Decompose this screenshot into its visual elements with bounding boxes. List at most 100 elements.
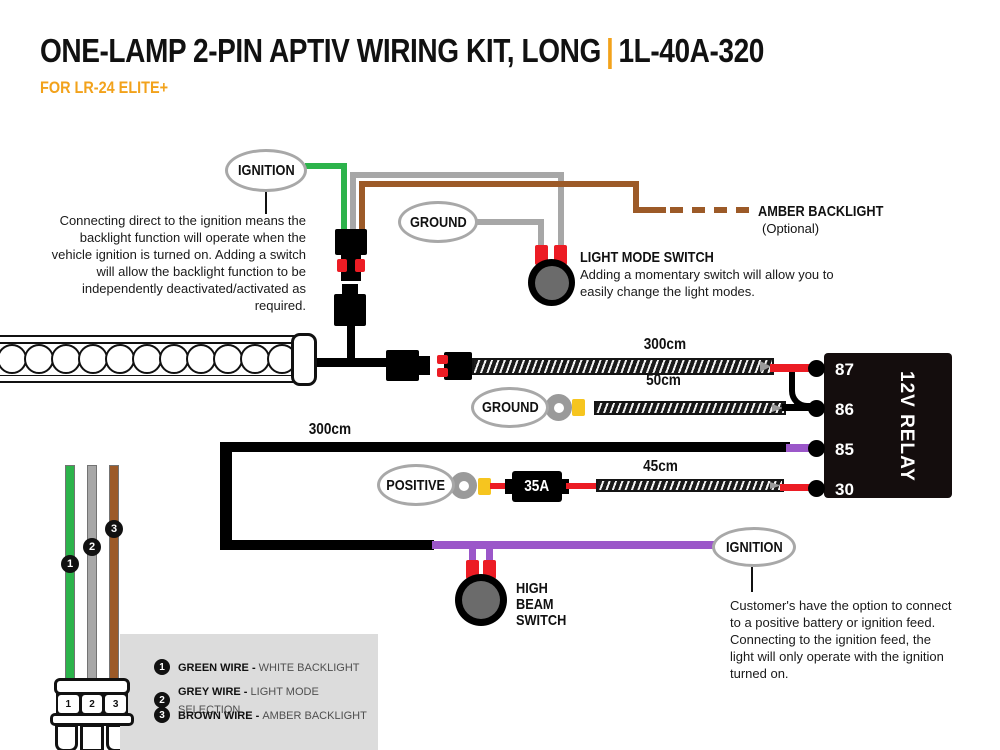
high-beam-switch-button [455, 574, 507, 626]
brown-wire-horizontal [359, 181, 639, 187]
relay-85-purple-wire [786, 444, 816, 452]
grey-wire-vertical-right [558, 172, 564, 248]
high-beam-drop-right [486, 545, 493, 562]
mid-connector-b-pin-bottom [437, 368, 448, 377]
harness-badge-2: 2 [83, 538, 101, 556]
relay-name-label: 12V RELAY [896, 370, 917, 482]
lightbar-lens [24, 344, 54, 374]
lightbar-lens [186, 344, 216, 374]
legend-text: GREEN WIRE - WHITE BACKLIGHT [178, 662, 360, 674]
legend-item-grey: 2 GREY WIRE - LIGHT MODE SELECTION [154, 682, 378, 718]
high-beam-purple-wire [432, 541, 716, 549]
ground-top-oval: GROUND [398, 201, 478, 243]
relay-30-red-wire [780, 484, 816, 491]
switch-loop-length-label: 300cm [308, 421, 352, 438]
bar-stem-wire [347, 326, 355, 366]
lightbar-lenses [0, 344, 297, 374]
grey-wire-horizontal [350, 172, 564, 178]
fuse-red-wire-left [490, 483, 514, 489]
relay-87-red-wire [770, 364, 816, 372]
ground-top-wire-vertical [538, 219, 544, 248]
amber-backlight-dashed-wire [670, 207, 754, 213]
brown-wire-step-down [633, 181, 639, 213]
page-subtitle: FOR LR-24 ELITE+ [40, 78, 169, 97]
relay-12v: 87 86 85 30 12V RELAY [824, 353, 952, 499]
legend-badge-3: 3 [154, 707, 170, 723]
green-wire-horizontal [305, 163, 347, 169]
harness-grey-wire [88, 466, 96, 684]
switch-loop-left-wire [220, 442, 232, 550]
brown-wire-step-horizontal [633, 207, 666, 213]
brown-wire-vertical-left [359, 181, 365, 233]
wire-legend: 1 GREEN WIRE - WHITE BACKLIGHT 2 GREY WI… [120, 634, 378, 750]
light-mode-switch-button [528, 259, 575, 306]
high-beam-switch-label: HIGH BEAM SWITCH [516, 580, 567, 629]
harness-badge-1: 1 [61, 555, 79, 573]
positive-oval: POSITIVE [377, 464, 455, 506]
lightbar-output-wire [310, 358, 388, 367]
page-title-main: ONE-LAMP 2-PIN APTIV WIRING KIT, LONG [40, 32, 601, 69]
ground-crimp [572, 399, 585, 416]
fuse-red-wire-right [566, 483, 598, 489]
harness-cell-2: 2 [81, 695, 103, 713]
harness-connector-cells: 1 2 3 [56, 693, 128, 715]
harness-cell-3: 3 [105, 695, 127, 713]
lightbar-lens [213, 344, 243, 374]
ground-mid-oval: GROUND [471, 387, 549, 428]
relay-pin-85-label: 85 [835, 440, 854, 459]
light-mode-switch-body: Adding a momentary switch will allow you… [580, 267, 834, 299]
legend-badge-2: 2 [154, 692, 170, 708]
bar-connector-body [334, 294, 366, 326]
high-beam-switch-cap [462, 581, 500, 619]
legend-item-green: 1 GREEN WIRE - WHITE BACKLIGHT [154, 658, 360, 676]
lamp-cable-length-label: 300cm [643, 336, 687, 353]
amber-backlight-label: AMBER BACKLIGHT [758, 203, 884, 220]
ground-top-wire-horizontal [474, 219, 544, 225]
high-beam-drop-left [469, 545, 476, 562]
positive-cable-braided [596, 479, 784, 492]
bar-connector-tab [342, 284, 358, 294]
aptiv-connector-pin-left [337, 259, 347, 272]
lightbar-lens [240, 344, 270, 374]
legend-text: GREY WIRE - LIGHT MODE SELECTION [178, 686, 319, 716]
ignition-note-leader [265, 192, 267, 214]
mid-connector-b [444, 352, 472, 380]
aptiv-connector-pin-right [355, 259, 365, 272]
page-title: ONE-LAMP 2-PIN APTIV WIRING KIT, LONG|1L… [40, 32, 892, 70]
light-mode-switch-title: LIGHT MODE SWITCH [580, 249, 714, 266]
ignition-top-oval: IGNITION [225, 149, 307, 192]
lightbar-rail-top [0, 342, 300, 344]
relay-pin-85-dot [808, 440, 825, 457]
lightbar-lens [132, 344, 162, 374]
harness-badge-3: 3 [105, 520, 123, 538]
positive-cable-length-label: 45cm [642, 458, 678, 475]
harness-brown-wire [110, 466, 118, 684]
lightbar-endcap [291, 333, 317, 386]
ignition-bottom-oval: IGNITION [712, 527, 796, 567]
relay-pin-30-dot [808, 480, 825, 497]
green-wire-vertical [341, 163, 347, 233]
title-separator: | [605, 32, 614, 69]
harness-cell-1: 1 [58, 695, 79, 713]
legend-text: BROWN WIRE - AMBER BACKLIGHT [178, 710, 367, 722]
grey-wire-vertical-left [350, 172, 356, 233]
switch-loop-bottom-wire [220, 540, 434, 550]
lightbar-lens [78, 344, 108, 374]
relay-pin-86-dot [808, 400, 825, 417]
lightbar-lens [51, 344, 81, 374]
mid-connector-a-tab [417, 356, 430, 375]
lightbar-rail-bottom [0, 374, 300, 376]
relay-86-black-wire [782, 404, 816, 411]
fuse-tab-right [560, 479, 569, 494]
lightbar-lens [0, 344, 27, 374]
aptiv-connector-upper [335, 229, 367, 255]
light-mode-switch-cap [534, 265, 569, 300]
fuse-tab-left [505, 479, 514, 494]
relay-pin-87-dot [808, 360, 825, 377]
mid-connector-b-pin-top [437, 355, 448, 364]
mid-connector-a [386, 350, 419, 381]
ground-cable-length-label: 50cm [645, 372, 681, 389]
ignition-note: Connecting direct to the ignition means … [51, 213, 306, 313]
harness-connector-leg-left [55, 724, 78, 750]
